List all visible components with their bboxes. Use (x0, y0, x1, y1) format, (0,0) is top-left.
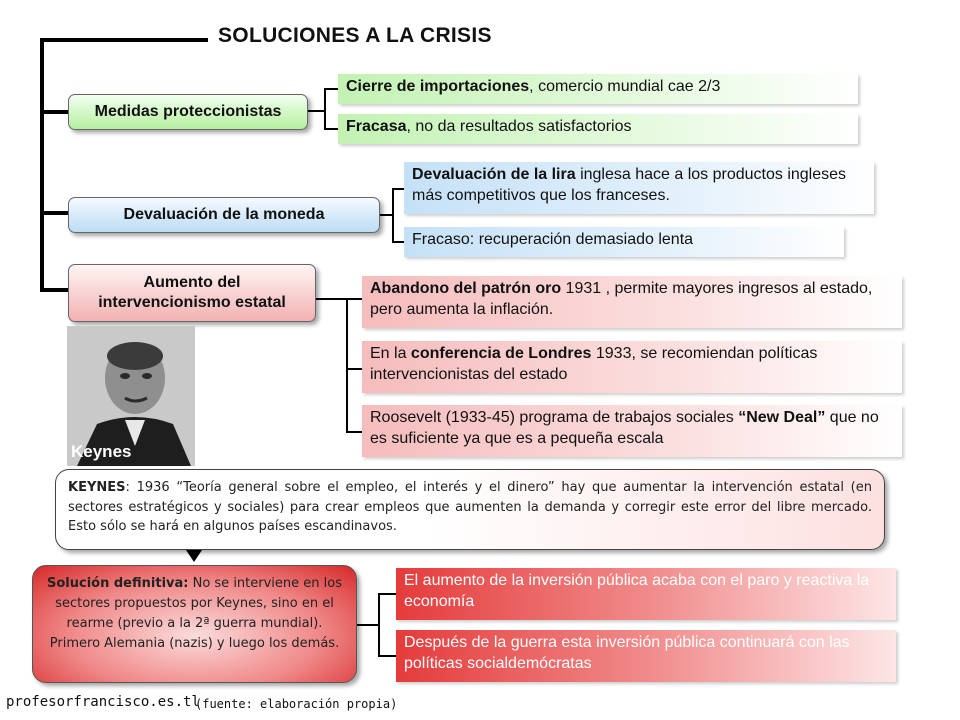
devaluacion-item-2: Fracaso: recuperación demasiado lenta (404, 227, 844, 257)
solucion-definitiva-box: Solución definitiva: No se interviene en… (32, 565, 357, 683)
keynes-theory-box: KEYNES: 1936 “Teoría general sobre el em… (55, 469, 885, 550)
keynes-portrait-icon (67, 326, 195, 466)
proteccionistas-item-1: Cierre de importaciones, comercio mundia… (338, 74, 858, 104)
trunk-branch-1 (40, 110, 68, 114)
solucion-item-1: El aumento de la inversión pública acaba… (396, 568, 896, 620)
connector-h (380, 214, 392, 216)
connector-v (324, 88, 326, 130)
footer-site: profesorfrancisco.es.tl (6, 694, 200, 710)
connector-h (357, 624, 379, 626)
node-intervencionismo-estatal: Aumento del intervencionismo estatal (68, 264, 316, 322)
proteccionistas-item-2: Fracasa, no da resultados satisfactorios (338, 114, 858, 144)
diagram-title: SOLUCIONES A LA CRISIS (218, 24, 492, 47)
node-devaluacion-moneda: Devaluación de la moneda (68, 197, 380, 233)
keynes-photo: Keynes (67, 326, 195, 466)
node-label: Medidas proteccionistas (94, 103, 282, 120)
connector-h (324, 88, 338, 90)
trunk-branch-3 (40, 288, 68, 292)
connector-h (378, 593, 396, 595)
node-label: Devaluación de la moneda (123, 206, 325, 223)
connector-h (392, 241, 404, 243)
solucion-item-2: Después de la guerra esta inversión públ… (396, 630, 896, 682)
node-medidas-proteccionistas: Medidas proteccionistas (68, 94, 308, 130)
footer-source: (fuente: elaboración propia) (195, 697, 398, 711)
connector-h (316, 298, 346, 300)
connector-h (324, 128, 338, 130)
connector-h (308, 110, 324, 112)
devaluacion-item-1: Devaluación de la lira inglesa hace a lo… (404, 162, 874, 214)
connector-v (346, 298, 348, 432)
connector-h (346, 298, 362, 300)
connector-h (346, 368, 362, 370)
trunk-top-line (40, 38, 208, 42)
arrow-down-icon (186, 550, 202, 562)
photo-caption: Keynes (71, 442, 132, 461)
trunk-vertical-line (40, 38, 44, 292)
connector-h (392, 188, 404, 190)
connector-h (346, 431, 362, 433)
connector-v (392, 188, 394, 242)
intervencionismo-item-2: En la conferencia de Londres 1933, se re… (362, 341, 902, 393)
connector-v (378, 593, 380, 656)
intervencionismo-item-1: Abandono del patrón oro 1931 , permite m… (362, 276, 902, 328)
intervencionismo-item-3: Roosevelt (1933-45) programa de trabajos… (362, 405, 902, 457)
trunk-branch-2 (40, 211, 68, 215)
connector-h (378, 655, 396, 657)
node-label: Aumento del intervencionismo estatal (98, 274, 286, 311)
